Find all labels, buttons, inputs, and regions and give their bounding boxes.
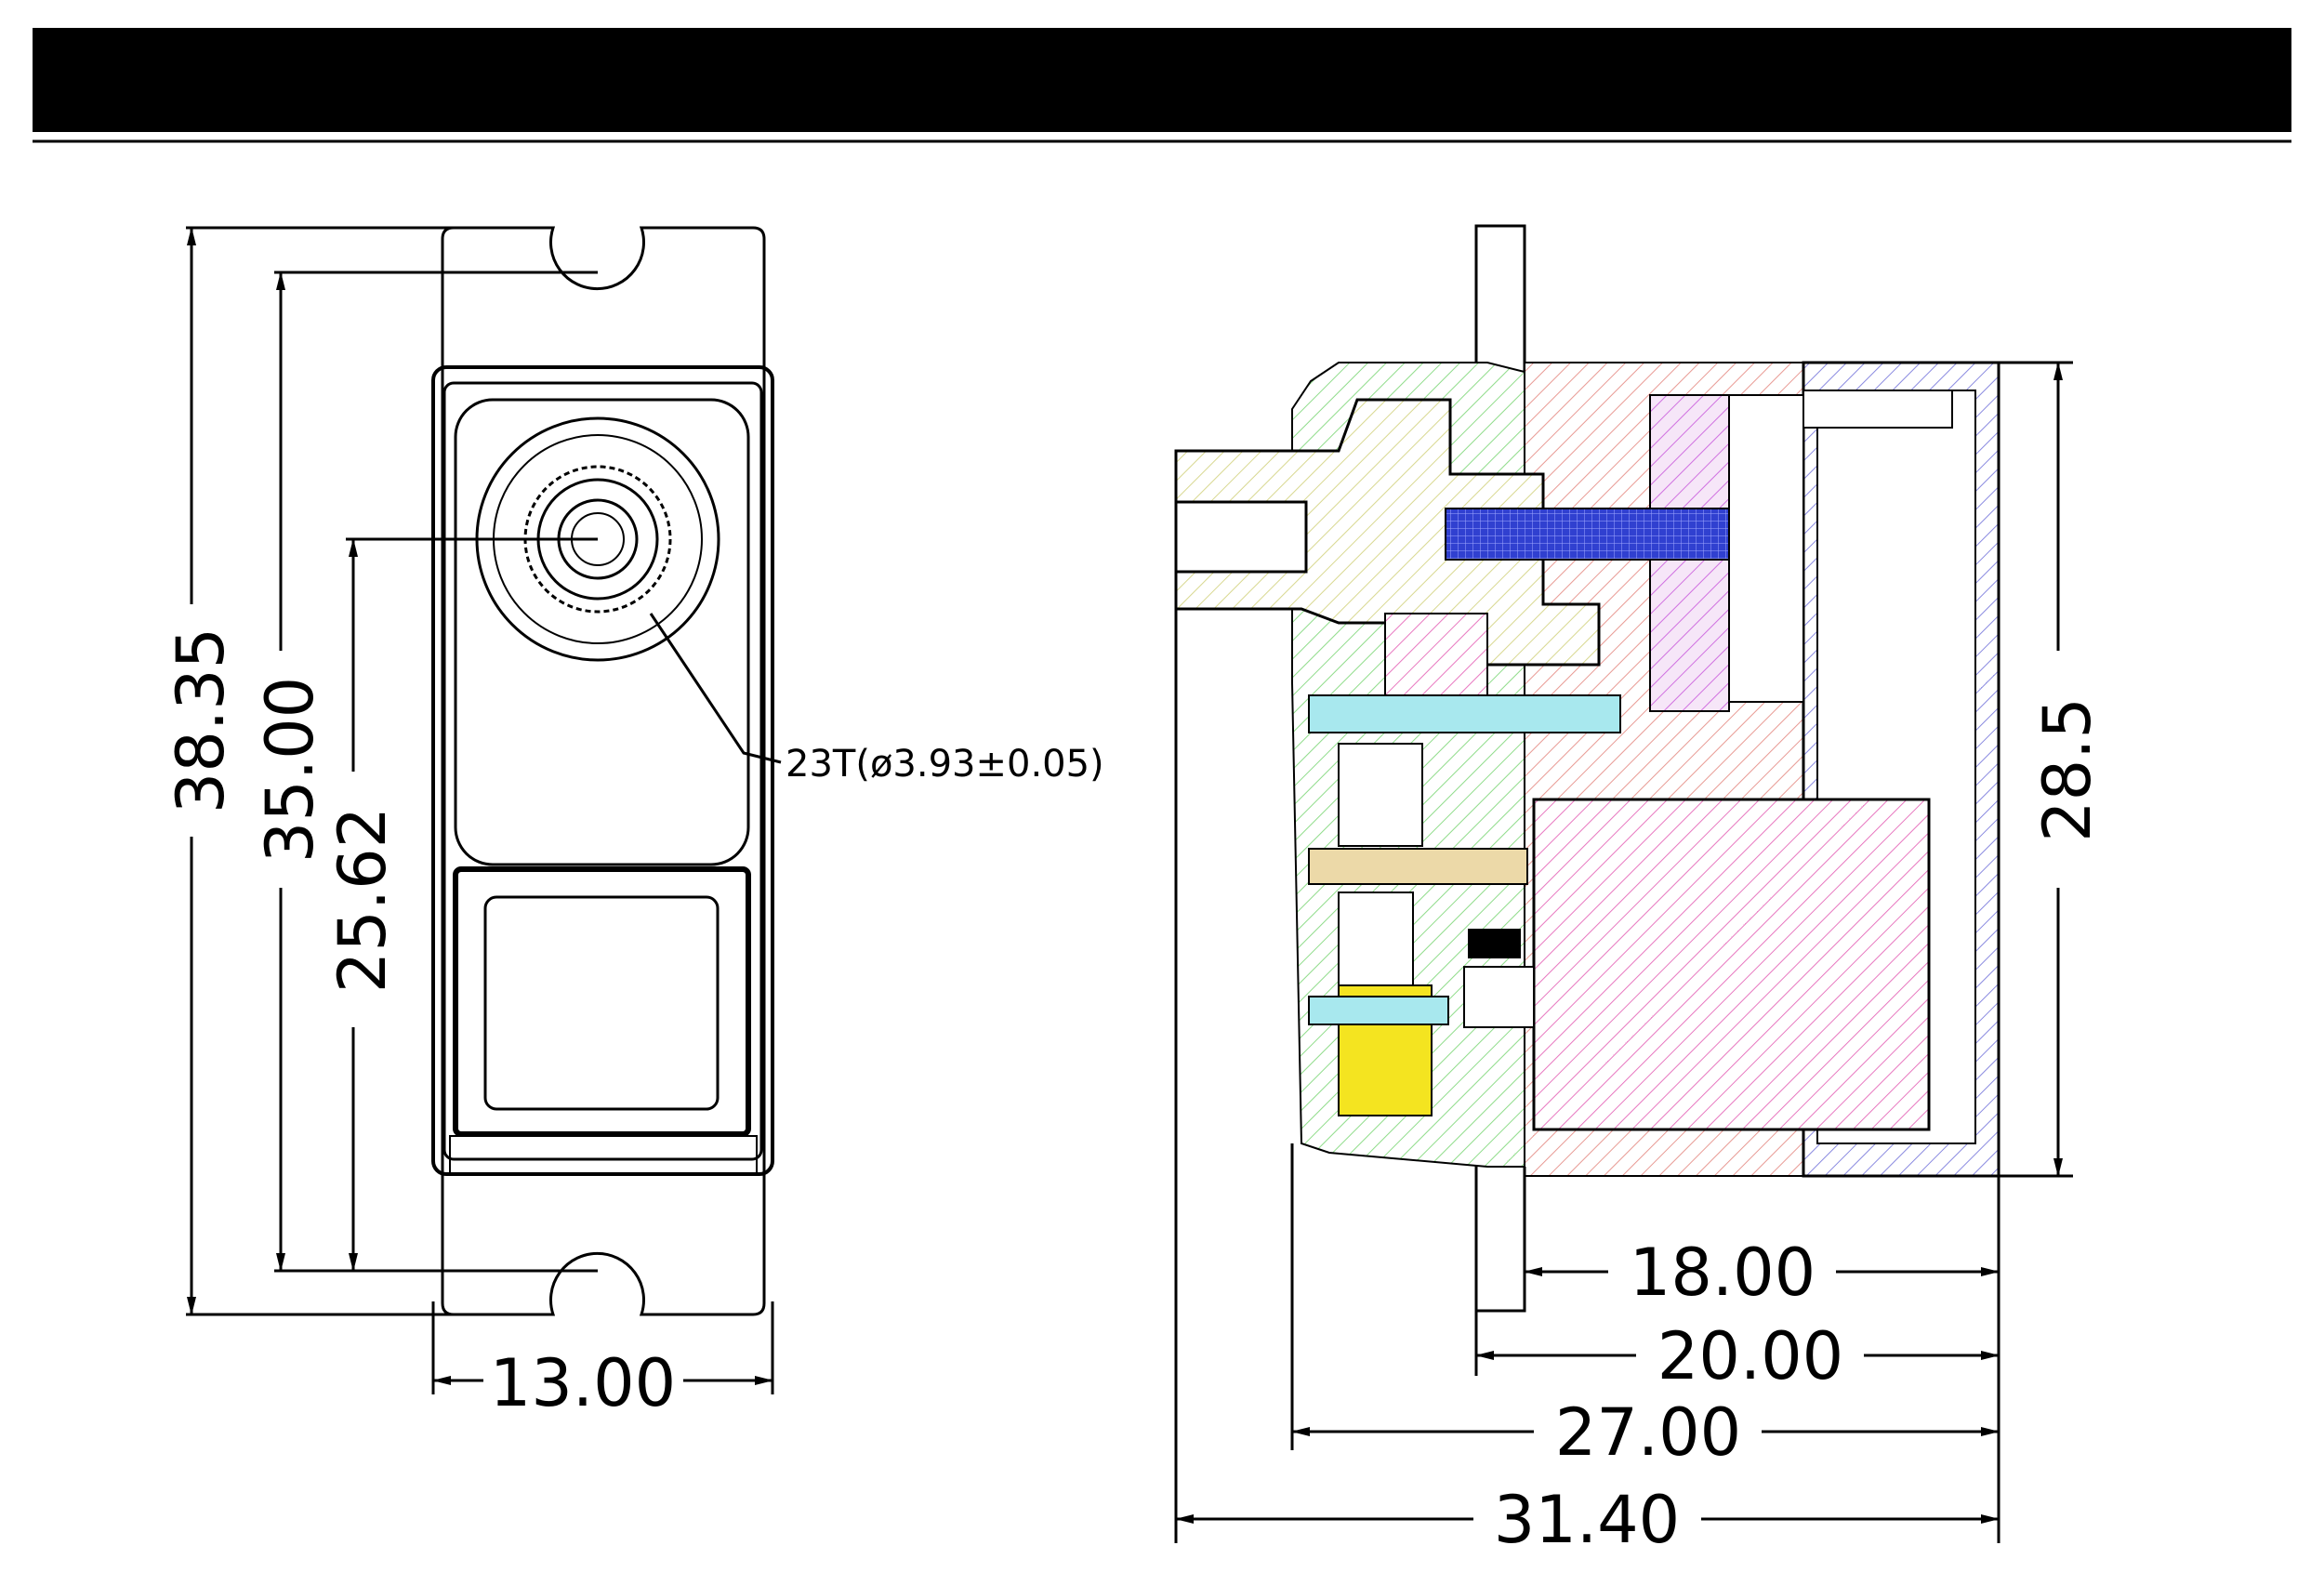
mounting-tab-outline: [441, 226, 766, 1316]
dim-height-mount-holes: 35.00: [252, 677, 328, 863]
side-view: [1174, 224, 2000, 1313]
output-shaft-boss: [1174, 398, 1601, 667]
pcb-board: [1802, 390, 1953, 429]
blue-shaft: [1445, 508, 1730, 561]
side-dimensions: [1174, 361, 2073, 1543]
motor-coupling: [1463, 966, 1535, 1028]
header-bar: [33, 28, 2291, 132]
front-case-inner: [442, 381, 763, 1161]
pcb-frame: [1728, 394, 1804, 703]
front-view: [431, 226, 774, 1316]
tan-shaft: [1308, 848, 1528, 885]
spline-note: 23T(ø3.93±0.05): [786, 743, 1104, 786]
dim-width: 13.00: [490, 1345, 676, 1421]
front-dimensions: [186, 226, 782, 1394]
gear-stack-lower: [1338, 892, 1414, 996]
dim-length-case: 18.00: [1630, 1235, 1816, 1311]
dim-length-overall: 31.40: [1494, 1482, 1680, 1558]
motor-brush-area: [1468, 929, 1521, 958]
gear-stack-upper: [1338, 743, 1423, 847]
bottom-flange-tab: [1474, 1151, 1526, 1313]
front-lid: [454, 398, 750, 866]
cyan-shaft-lower: [1308, 996, 1449, 1025]
output-bore: [1174, 500, 1308, 574]
front-window: [483, 895, 720, 1111]
front-window-frame: [453, 866, 751, 1137]
dim-height-overall: 38.35: [163, 627, 239, 813]
dim-length-body: 27.00: [1555, 1394, 1741, 1471]
cyan-shaft-upper: [1308, 694, 1621, 733]
motor: [1532, 798, 1931, 1131]
dim-height-output-shaft: 25.62: [324, 807, 401, 993]
top-flange-tab: [1474, 224, 1526, 376]
dim-length-flange: 20.00: [1657, 1318, 1843, 1394]
front-bottom-cap: [449, 1135, 758, 1174]
dim-side-height: 28.5: [2029, 697, 2106, 842]
